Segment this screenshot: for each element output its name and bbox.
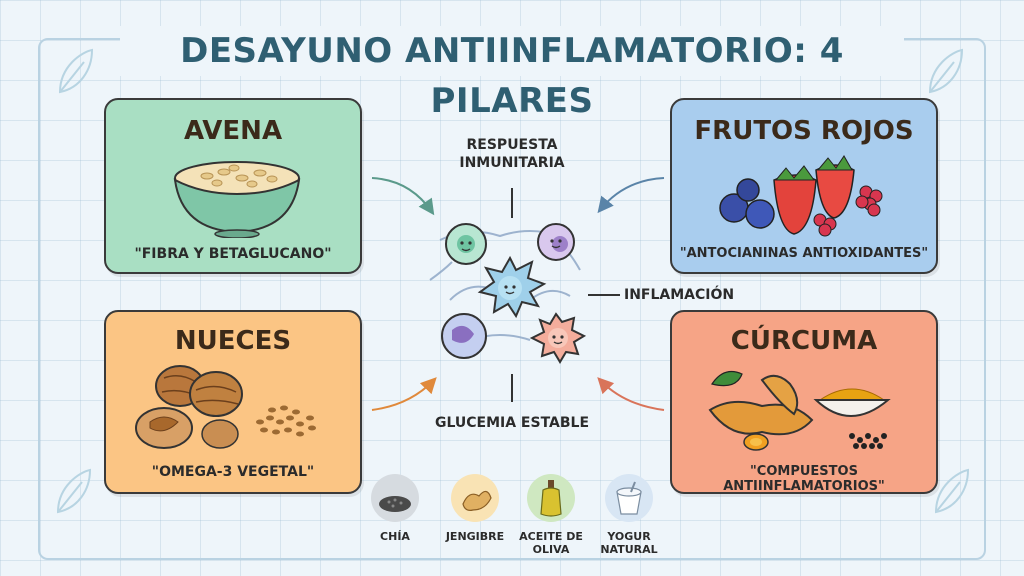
leaf-icon	[56, 48, 970, 514]
page-title: DESAYUNO ANTIINFLAMATORIO: 4 PILARES	[120, 26, 904, 121]
extra-label-line1: CHÍA	[380, 530, 410, 543]
extra-label-line1: JENGIBRE	[445, 530, 505, 543]
ginger-icon	[451, 474, 499, 522]
card-curcuma: CÚRCUMA "COMPUESTOS ANTIINFLAMATORIOS"	[670, 310, 938, 494]
card-avena-title: AVENA	[183, 116, 283, 146]
card-frutos-caption: "ANTOCIANINAS ANTIOXIDANTES"	[679, 246, 929, 261]
extra-item-chia: CHÍA	[360, 474, 430, 543]
label-top-line2: INMUNITARIA	[459, 155, 565, 171]
card-frutos-rojos: FRUTOS ROJOS "ANTOCIANINAS ANTIOXIDANTES…	[670, 98, 938, 274]
label-top-line1: RESPUESTA	[466, 137, 558, 153]
arrow-frutos	[597, 177, 665, 214]
turmeric-icon	[708, 371, 891, 451]
extra-label-chia: CHÍA	[360, 530, 430, 543]
card-curcuma-caption: "COMPUESTOS ANTIINFLAMATORIOS"	[723, 464, 885, 494]
label-inflamacion: INFLAMACIÓN	[624, 287, 735, 303]
yogurt-icon	[605, 474, 653, 522]
card-nueces-caption: "OMEGA-3 VEGETAL"	[151, 464, 315, 480]
card-avena-caption: "FIBRA Y BETAGLUCANO"	[134, 246, 332, 262]
extra-item-jengibre: JENGIBRE	[440, 474, 510, 543]
extra-label-jengibre: JENGIBRE	[440, 530, 510, 543]
extra-label-yogur: YOGUR NATURAL	[594, 530, 664, 556]
extra-label-line1: ACEITE DE	[519, 530, 583, 543]
label-glucemia-estable: GLUCEMIA ESTABLE	[434, 415, 590, 431]
arrow-nueces	[371, 377, 437, 411]
chia-seeds-icon	[371, 474, 419, 522]
label-respuesta-inmunitaria: RESPUESTA INMUNITARIA	[440, 136, 584, 172]
extra-item-yogur: YOGUR NATURAL	[594, 474, 664, 556]
arrow-avena	[371, 177, 435, 216]
extra-label-aceite: ACEITE DE OLIVA	[516, 530, 586, 556]
oat-bowl-icon	[173, 161, 301, 238]
card-nueces-title: NUECES	[174, 326, 292, 356]
extra-label-line2: OLIVA	[532, 543, 570, 556]
extra-item-aceite: ACEITE DE OLIVA	[516, 474, 586, 556]
arrow-curcuma	[597, 377, 665, 411]
card-curcuma-title: CÚRCUMA	[730, 326, 878, 356]
olive-oil-icon	[527, 474, 575, 522]
extra-label-line2: NATURAL	[600, 543, 658, 556]
berries-icon	[719, 155, 883, 237]
extra-label-line1: YOGUR	[607, 530, 651, 543]
walnuts-icon	[135, 365, 316, 449]
card-avena: AVENA "FIBRA Y BETAGLUCANO"	[104, 98, 362, 274]
card-nueces: NUECES "OMEGA-3 VEGETAL"	[104, 310, 362, 494]
card-frutos-title: FRUTOS ROJOS	[694, 116, 914, 146]
